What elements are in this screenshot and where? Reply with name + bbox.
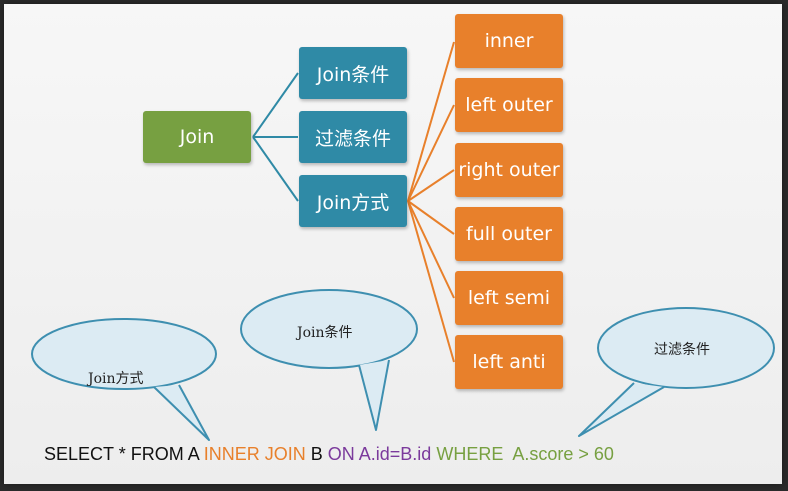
connector-lines — [30, 41, 776, 441]
sql-table-b: B — [305, 444, 328, 464]
sql-statement: SELECT * FROM A INNER JOIN B ON A.id=B.i… — [44, 444, 614, 465]
category-node-filter-condition: 过滤条件 — [299, 111, 407, 163]
root-node-label: Join — [179, 126, 215, 148]
join-type-node-full-outer: full outer — [455, 207, 563, 261]
join-type-label: left semi — [467, 287, 551, 309]
connector-type-right-outer — [407, 169, 455, 202]
join-type-label: inner — [484, 30, 534, 52]
callout-filter-condition-text: 过滤条件 — [654, 342, 710, 358]
sql-where-condition: A.score > 60 — [503, 444, 614, 464]
callout-join-condition-pointer — [358, 359, 390, 431]
category-node-join-type: Join方式 — [299, 175, 407, 227]
join-type-node-inner: inner — [455, 14, 563, 68]
category-label: Join条件 — [316, 63, 390, 86]
join-type-node-right-outer: right outer — [455, 143, 563, 197]
category-node-join-condition: Join条件 — [299, 47, 407, 99]
category-label: Join方式 — [316, 191, 390, 214]
join-type-label: full outer — [466, 223, 552, 245]
connector-type-left-anti — [407, 200, 455, 363]
sql-where-keyword: WHERE — [436, 444, 504, 464]
join-type-label: right outer — [458, 159, 560, 181]
callout-filter-condition-pointer — [578, 382, 665, 437]
join-type-label: left anti — [472, 351, 546, 373]
diagram-slide: Join Join条件 过滤条件 Join方式 inner left outer… — [4, 4, 782, 484]
join-type-node-left-outer: left outer — [455, 78, 563, 132]
sql-on-clause: ON A.id=B.id — [327, 444, 432, 464]
join-type-node-left-anti: left anti — [455, 335, 563, 389]
connector-type-full-outer — [407, 200, 455, 235]
connector-root-join-condition — [252, 72, 299, 138]
callout-join-type-text: Join方式 — [88, 371, 144, 387]
connector-type-inner — [407, 41, 455, 202]
callout-join-type-pointer — [153, 384, 210, 441]
connector-type-left-semi — [407, 200, 455, 299]
sql-select-clause: SELECT * FROM A — [44, 444, 204, 464]
join-type-label: left outer — [465, 94, 553, 116]
join-type-node-left-semi: left semi — [455, 271, 563, 325]
connector-root-join-type — [252, 136, 299, 202]
sql-join-keyword: INNER JOIN — [203, 444, 306, 464]
root-node-join: Join — [143, 111, 251, 163]
callout-join-condition-text: Join条件 — [297, 325, 353, 341]
category-label: 过滤条件 — [314, 127, 391, 150]
connector-type-left-outer — [407, 104, 455, 202]
